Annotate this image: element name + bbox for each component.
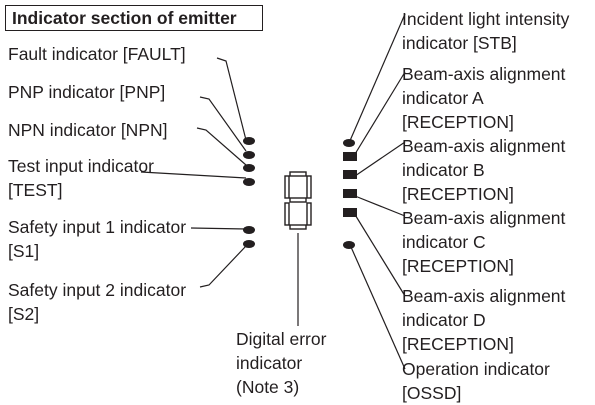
beam-a-label-line-2: indicator A — [402, 88, 484, 108]
beam-d-leader-line — [353, 212, 406, 297]
digital-error-label-line-2: indicator — [236, 353, 303, 373]
segment-c — [306, 202, 312, 226]
test-label-line-2: [TEST] — [8, 180, 63, 200]
segment-f — [284, 175, 290, 199]
stb-leader-line — [348, 13, 406, 144]
s2-label-line-2: [S2] — [8, 304, 40, 324]
beam-a-indicator-label: Beam-axis alignment indicator A [RECEPTI… — [402, 62, 565, 134]
stb-label-line-2: indicator [STB] — [402, 33, 517, 53]
beam-c-label-line-2: indicator C — [402, 232, 486, 252]
beam-b-indicator-label: Beam-axis alignment indicator B [RECEPTI… — [402, 134, 565, 206]
segment-a — [289, 171, 307, 177]
ossd-indicator-label: Operation indicator [OSSD] — [402, 357, 550, 405]
beam-b-label-line-2: indicator B — [402, 160, 485, 180]
beam-c-indicator-led — [343, 189, 357, 198]
pnp-indicator-label: PNP indicator [PNP] — [8, 80, 165, 104]
digital-error-label-line-1: Digital error — [236, 329, 327, 349]
beam-d-indicator-label: Beam-axis alignment indicator D [RECEPTI… — [402, 284, 565, 356]
npn-indicator-label: NPN indicator [NPN] — [8, 118, 168, 142]
ossd-label-line-2: [OSSD] — [402, 383, 462, 403]
left-indicator-column — [243, 137, 255, 248]
ossd-indicator-led — [343, 241, 355, 249]
test-indicator-led — [243, 178, 255, 186]
diagram-title: Indicator section of emitter — [5, 5, 263, 31]
segment-e — [284, 202, 290, 226]
right-indicator-column — [343, 139, 357, 249]
segment-g — [289, 197, 307, 203]
fault-label-line-1: Fault indicator [FAULT] — [8, 44, 186, 64]
test-indicator-label: Test input indicator [TEST] — [8, 154, 154, 202]
beam-c-label-line-3: [RECEPTION] — [402, 256, 514, 276]
beam-c-indicator-label: Beam-axis alignment indicator C [RECEPTI… — [402, 206, 565, 278]
pnp-label-line-1: PNP indicator [PNP] — [8, 82, 166, 102]
stb-indicator-led — [343, 139, 355, 147]
beam-d-indicator-led — [343, 208, 357, 217]
digital-error-label-line-3: (Note 3) — [236, 377, 300, 397]
s2-indicator-label: Safety input 2 indicator [S2] — [8, 278, 186, 326]
stb-indicator-label: Incident light intensity indicator [STB] — [402, 7, 569, 55]
segment-d — [289, 224, 307, 230]
s1-leader-line — [190, 227, 247, 230]
ossd-label-line-1: Operation indicator — [402, 359, 550, 379]
npn-label-line-1: NPN indicator [NPN] — [8, 120, 168, 140]
beam-b-leader-line — [354, 141, 406, 177]
beam-c-label-line-1: Beam-axis alignment — [402, 208, 566, 228]
pnp-leader-line — [199, 96, 247, 152]
beam-c-leader-line — [354, 195, 406, 217]
ossd-leader-line — [350, 246, 406, 370]
npn-indicator-led — [243, 164, 255, 172]
digital-error-indicator-label: Digital error indicator (Note 3) — [236, 327, 326, 399]
beam-b-label-line-3: [RECEPTION] — [402, 184, 514, 204]
segment-b — [306, 175, 312, 199]
beam-d-label-line-3: [RECEPTION] — [402, 334, 514, 354]
stb-label-line-1: Incident light intensity — [402, 9, 570, 29]
beam-a-label-line-1: Beam-axis alignment — [402, 64, 566, 84]
beam-a-label-line-3: [RECEPTION] — [402, 112, 514, 132]
fault-indicator-led — [243, 137, 255, 145]
beam-a-leader-line — [351, 71, 406, 160]
s2-leader-line — [199, 245, 247, 288]
fault-indicator-label: Fault indicator [FAULT] — [8, 42, 186, 66]
beam-d-label-line-2: indicator D — [402, 310, 486, 330]
beam-d-label-line-1: Beam-axis alignment — [402, 286, 566, 306]
pnp-indicator-led — [243, 151, 255, 159]
test-label-line-1: Test input indicator — [8, 156, 154, 176]
s1-label-line-1: Safety input 1 indicator — [8, 217, 187, 237]
s2-indicator-led — [243, 240, 255, 248]
fault-leader-line — [216, 57, 247, 141]
leader-lines — [140, 13, 406, 370]
beam-b-label-line-1: Beam-axis alignment — [402, 136, 566, 156]
s1-indicator-label: Safety input 1 indicator [S1] — [8, 215, 186, 263]
npn-leader-line — [196, 127, 247, 166]
s2-label-line-1: Safety input 2 indicator — [8, 280, 187, 300]
s1-label-line-2: [S1] — [8, 241, 40, 261]
beam-a-indicator-led — [343, 152, 357, 161]
s1-indicator-led — [243, 226, 255, 234]
beam-b-indicator-led — [343, 170, 357, 179]
test-leader-line — [140, 171, 247, 179]
seven-segment-display — [284, 171, 312, 230]
